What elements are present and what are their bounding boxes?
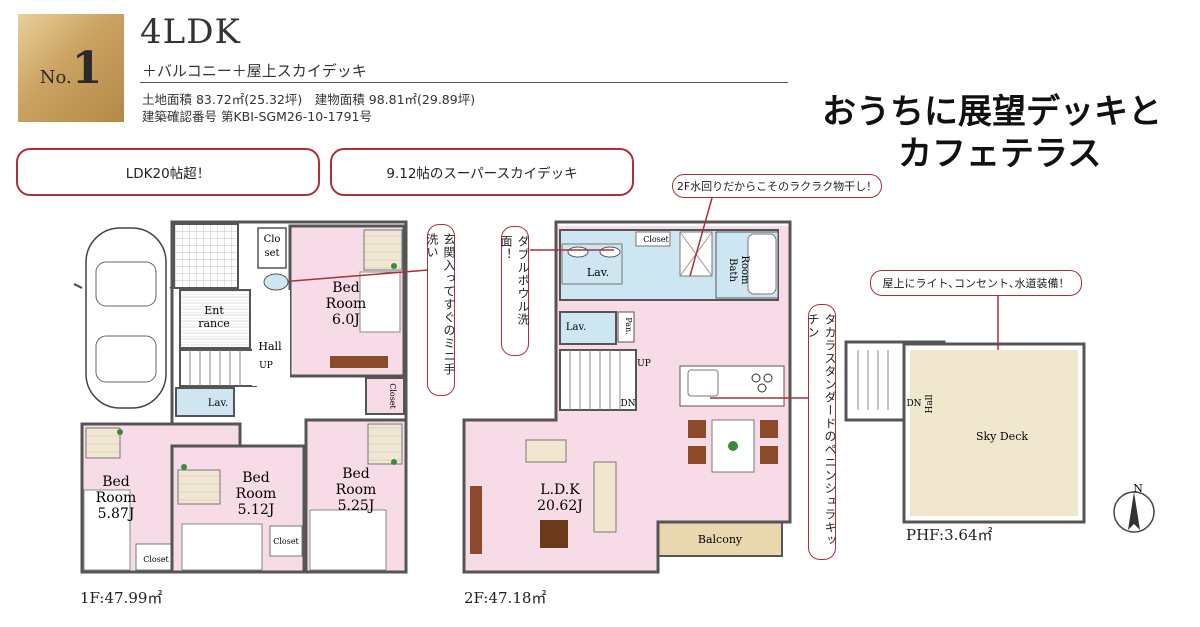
plan-number-badge: No.1 xyxy=(18,14,124,122)
closet-v-label: Closet xyxy=(388,383,397,409)
bed3-size: 5.12J xyxy=(238,502,275,518)
up-label-1f: UP xyxy=(259,361,273,371)
bed2-label: Bed xyxy=(102,474,130,490)
lav-2f-label: Lav. xyxy=(587,266,609,279)
plan-type: 4LDK xyxy=(140,12,241,52)
callout-entrance-sink: 玄関入ってすぐのミニ手洗い xyxy=(425,224,456,396)
roof-area: PHF:3.64㎡ xyxy=(906,526,993,544)
svg-text:Room: Room xyxy=(236,486,277,502)
compass-icon: N xyxy=(1113,482,1155,533)
callout-laundry: 2F水回りだからこそのラクラク物干し！ xyxy=(672,174,882,198)
pantry-label: Pan. xyxy=(624,317,633,335)
bed4-label: Bed xyxy=(342,466,370,482)
bed4-size: 5.25J xyxy=(338,498,375,514)
plan-subtitle: ＋バルコニー＋屋上スカイデッキ xyxy=(142,62,367,80)
headline-line-2: カフェテラス xyxy=(898,134,1102,174)
floor1-area: 1F:47.99㎡ xyxy=(80,589,163,607)
hall-label: Hall xyxy=(258,340,282,353)
floor2-plan: Closet Lav. Bath Room Lav. Pan. UP DN L.… xyxy=(462,197,808,574)
dn-label-2f: DN xyxy=(620,399,635,409)
callout-double-bowl: ダブルボウル洗面！ xyxy=(499,226,530,356)
bed1-size: 6.0J xyxy=(332,312,360,328)
feature-ldk: LDK20帖超！ xyxy=(16,148,320,196)
badge-prefix: No. xyxy=(39,66,72,88)
svg-text:Room: Room xyxy=(739,255,750,285)
closet-b1-label: Closet xyxy=(143,555,169,564)
header-divider xyxy=(140,82,788,83)
entrance-label: Ent xyxy=(204,304,224,317)
bed3-label: Bed xyxy=(242,470,270,486)
callout-rooftop: 屋上にライト､コンセント､水道装備！ xyxy=(870,270,1082,296)
closet-2f-label: Closet xyxy=(643,235,669,244)
roof-plan: DN Hall Sky Deck xyxy=(844,296,1086,524)
hall-label-roof: Hall xyxy=(925,394,935,413)
svg-text:Room: Room xyxy=(326,296,367,312)
floor1-plan: Clo set Bed Room 6.0J Ent rance Hall UP … xyxy=(73,220,429,574)
compass-north-label: N xyxy=(1133,482,1143,495)
up-label-2f: UP xyxy=(637,359,651,369)
svg-text:rance: rance xyxy=(198,317,230,330)
badge-number: 1 xyxy=(71,42,103,94)
svg-text:set: set xyxy=(264,248,279,259)
bed2-size: 5.87J xyxy=(98,506,135,522)
svg-text:Room: Room xyxy=(336,482,377,498)
car-icon xyxy=(73,227,179,409)
sky-deck-label: Sky Deck xyxy=(976,430,1028,443)
closet-top-label: Clo xyxy=(264,234,281,245)
area-info: 土地面積 83.72㎡(25.32坪) 建物面積 98.81㎡(29.89坪) xyxy=(142,92,476,107)
ldk-label: L.D.K xyxy=(540,482,580,498)
closet-b2-label: Closet xyxy=(273,537,299,546)
balcony-label: Balcony xyxy=(698,533,743,546)
feature-sky-deck: 9.12帖のスーパースカイデッキ xyxy=(330,148,634,196)
certification-number: 建築確認番号 第KBI-SGM26-10-1791号 xyxy=(142,109,372,124)
svg-text:Room: Room xyxy=(96,490,137,506)
dn-label-roof: DN xyxy=(906,399,921,409)
headline-line-1: おうちに展望デッキと xyxy=(822,92,1162,132)
lav-small-label: Lav. xyxy=(566,322,586,333)
floor2-area: 2F:47.18㎡ xyxy=(464,589,547,607)
lav-label-1f: Lav. xyxy=(208,398,228,409)
ldk-size: 20.62J xyxy=(537,498,583,514)
callout-kitchen: タカラスタンダードのペニンシュラキッチン xyxy=(806,304,837,560)
bath-label: Bath xyxy=(727,258,738,282)
bed1-label: Bed xyxy=(332,280,360,296)
